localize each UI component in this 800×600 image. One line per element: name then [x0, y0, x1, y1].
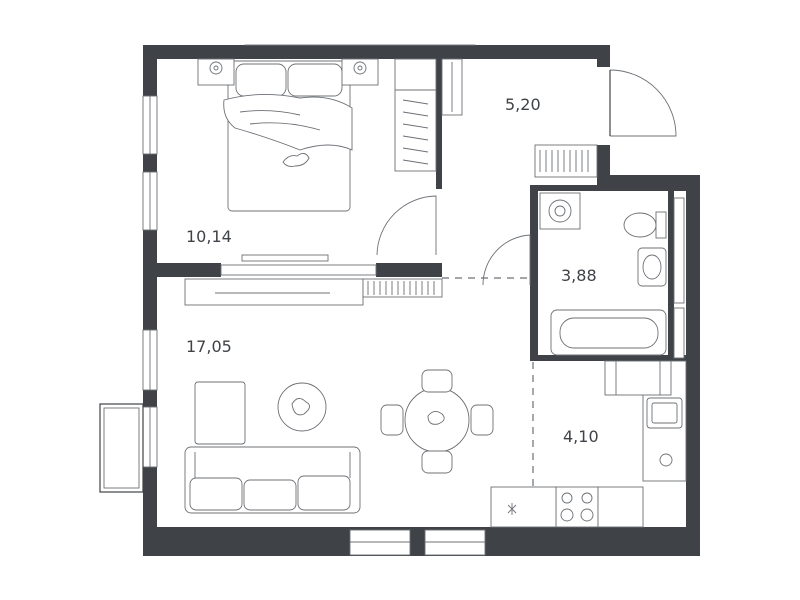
dining-table	[404, 387, 470, 453]
tv-console	[184, 278, 364, 306]
shoe-cabinet	[534, 144, 598, 178]
bathtub	[550, 309, 667, 356]
area-label-bathroom: 3,88	[561, 266, 597, 285]
nightstand-left	[197, 58, 235, 86]
kitchen-fixtures	[490, 360, 687, 528]
bathroom-sink	[637, 247, 667, 287]
interior-walls	[157, 59, 690, 361]
bookshelf	[362, 278, 443, 298]
bathroom-door	[482, 234, 531, 286]
windows	[142, 44, 486, 556]
chair-right	[470, 404, 494, 436]
tv	[241, 254, 329, 262]
washing-machine	[539, 192, 581, 230]
chair-left	[380, 404, 404, 436]
bathroom-fixtures	[539, 192, 685, 359]
nightstand-right	[341, 58, 379, 86]
area-label-living-room: 17,05	[186, 337, 232, 356]
bedroom-door	[376, 195, 437, 256]
toilet	[623, 212, 657, 238]
toilet-tank	[655, 211, 667, 239]
doors	[376, 69, 677, 527]
lower-cabinet	[490, 486, 557, 528]
plant-icon	[507, 503, 517, 515]
coffee-table	[277, 382, 327, 432]
area-label-hallway: 5,20	[505, 95, 541, 114]
bath-rail	[673, 197, 685, 304]
entrance-door	[609, 69, 677, 137]
hallway-furniture	[441, 58, 598, 178]
cat-icon	[282, 153, 310, 167]
lamp-icon	[353, 61, 367, 75]
area-labels: 10,14 5,20 3,88 17,05 4,10	[186, 95, 599, 446]
area-label-bedroom: 10,14	[186, 227, 232, 246]
stove	[555, 486, 599, 528]
kitchen-sink	[646, 397, 683, 429]
fridge	[604, 360, 672, 396]
living-furniture	[184, 278, 494, 514]
balcony	[99, 403, 144, 493]
chair-bottom	[421, 450, 453, 474]
chair-top	[421, 369, 453, 393]
bedroom-furniture	[197, 58, 437, 262]
lamp-icon	[209, 61, 223, 75]
wardrobe	[394, 58, 437, 172]
area-label-kitchen: 4,10	[563, 427, 599, 446]
armchair	[194, 381, 246, 445]
